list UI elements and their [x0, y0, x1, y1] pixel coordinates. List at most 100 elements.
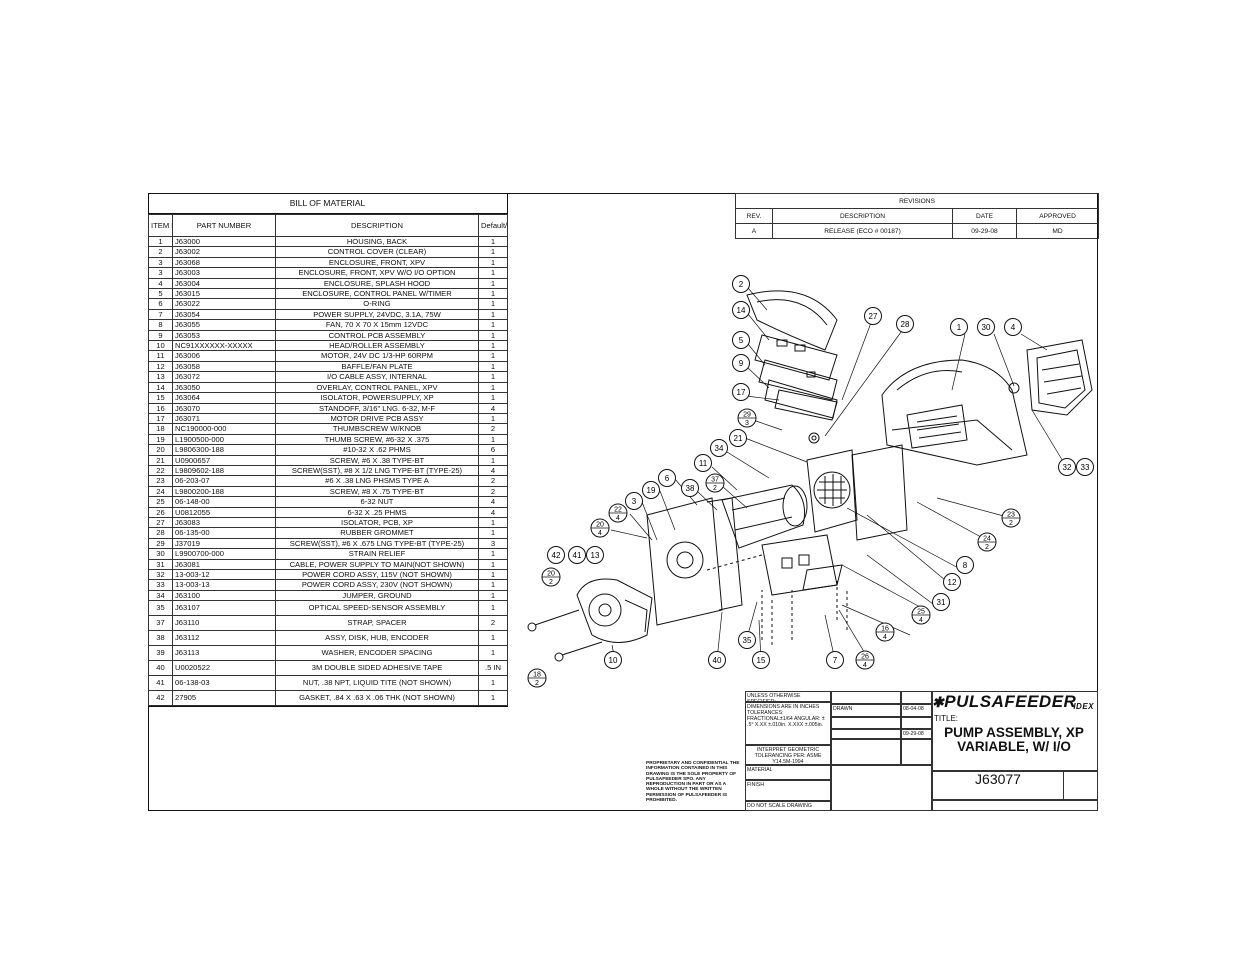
revisions-header-row: REV. DESCRIPTION DATE APPROVED	[735, 208, 1100, 224]
bom-part-number: L9809602-188	[172, 464, 276, 477]
bom-item-no: 16	[148, 402, 173, 414]
strain-relief-part	[1008, 382, 1020, 394]
callout-balloon-20: 204	[590, 518, 610, 538]
bom-qty: 1	[478, 256, 508, 269]
bom-part-number: J63022	[172, 298, 276, 310]
bom-description: ENCLOSURE, FRONT, XPV	[275, 256, 479, 269]
bom-description: FAN, 70 X 70 X 15mm 12VDC	[275, 319, 479, 331]
bom-part-number: J63054	[172, 308, 276, 321]
bom-part-number: 13-003-13	[172, 579, 276, 591]
bom-item-no: 37	[148, 615, 173, 632]
balloon-quantity: 4	[883, 634, 887, 641]
bom-qty: 4	[478, 464, 508, 477]
bom-item-no: 23	[148, 475, 173, 487]
bom-item-no: 29	[148, 537, 173, 550]
bom-part-number: J63081	[172, 558, 276, 571]
bom-part-number: J63000	[172, 235, 276, 248]
balloon-number: 42	[552, 551, 561, 560]
callout-balloon-9: 9	[732, 354, 750, 372]
bom-description: CONTROL COVER (CLEAR)	[275, 246, 479, 258]
bom-part-number: J63015	[172, 288, 276, 300]
bom-qty: 1	[478, 589, 508, 602]
unless-specified-note: UNLESS OTHERWISE SPECIFIED:	[745, 691, 831, 702]
balloon-number: 12	[948, 578, 957, 587]
bom-description: 6-32 NUT	[275, 496, 479, 508]
bom-qty: 2	[478, 475, 508, 487]
bom-item-no: 17	[148, 412, 173, 425]
bom-qty: 1	[478, 433, 508, 446]
bom-part-number: U0812055	[172, 506, 276, 518]
balloon-number: 22	[614, 507, 622, 514]
bom-qty: 1	[478, 246, 508, 258]
bom-description: STRAIN RELIEF	[275, 548, 479, 560]
bom-qty: 1	[478, 392, 508, 404]
bom-part-number: 06-135-00	[172, 527, 276, 539]
revisions-table: REVISIONS REV. DESCRIPTION DATE APPROVED…	[734, 193, 1100, 239]
tb-blank-1	[831, 691, 901, 704]
drive-pcb-part	[774, 389, 838, 421]
bom-item-no: 25	[148, 496, 173, 508]
balloon-number: 21	[734, 434, 743, 443]
title-area	[932, 691, 1098, 771]
bom-qty: 1	[478, 675, 508, 692]
bom-description: SCREW(SST), #8 X 1/2 LNG TYPE-BT (TYPE-2…	[275, 464, 479, 477]
callout-balloon-20: 202	[541, 567, 561, 587]
bom-description: HEAD/ROLLER ASSEMBLY	[275, 340, 479, 352]
bom-header-part: PART NUMBER	[172, 214, 276, 237]
bom-qty: 6	[478, 444, 508, 456]
callout-balloon-22: 224	[608, 503, 628, 523]
balloon-number: 20	[596, 522, 604, 529]
bom-qty: 1	[478, 568, 508, 581]
bom-item-no: 41	[148, 675, 173, 692]
bom-qty: .5 IN	[478, 660, 508, 677]
bom-item-no: 27	[148, 516, 173, 529]
bom-qty: 1	[478, 630, 508, 647]
bom-description: ENCLOSURE, CONTROL PANEL W/TIMER	[275, 288, 479, 300]
balloon-number: 19	[647, 486, 656, 495]
tb-blank-2	[831, 717, 901, 729]
finish-field: FINISH	[745, 780, 831, 801]
bom-part-number: 06-138-03	[172, 675, 276, 692]
bom-part-number: J63070	[172, 402, 276, 414]
bom-header-desc: DESCRIPTION	[275, 214, 479, 237]
bom-description: I/O CABLE ASSY, INTERNAL	[275, 371, 479, 383]
bom-part-number: U0900657	[172, 454, 276, 466]
bom-item-no: 32	[148, 568, 173, 581]
bom-item-no: 10	[148, 340, 173, 352]
balloon-number: 14	[737, 306, 746, 315]
bom-part-number: L9806300-188	[172, 444, 276, 456]
bom-part-number: J63006	[172, 350, 276, 362]
balloon-number: 27	[869, 312, 878, 321]
balloon-number: 41	[573, 551, 582, 560]
bom-item-no: 14	[148, 381, 173, 394]
bom-item-no: 28	[148, 527, 173, 539]
bom-description: O-RING	[275, 298, 479, 310]
balloon-number: 28	[901, 320, 910, 329]
bom-description: WASHER, ENCODER SPACING	[275, 645, 479, 662]
bom-part-number: J63107	[172, 600, 276, 617]
bom-qty: 1	[478, 645, 508, 662]
bom-item-no: 6	[148, 298, 173, 310]
bom-item-no: 1	[148, 235, 173, 248]
callout-balloon-35: 35	[738, 631, 756, 649]
bom-description: OPTICAL SPEED-SENSOR ASSEMBLY	[275, 600, 479, 617]
bom-qty: 1	[478, 412, 508, 425]
bom-description: STRAP, SPACER	[275, 615, 479, 632]
revisions-title: REVISIONS	[734, 193, 1100, 209]
bom-part-number: 27905	[172, 690, 276, 707]
bom-part-number: 06-203-07	[172, 475, 276, 487]
title-label: TITLE:	[934, 714, 959, 723]
drawn-date: 08-04-08	[901, 704, 932, 717]
balloon-number: 25	[917, 609, 925, 616]
